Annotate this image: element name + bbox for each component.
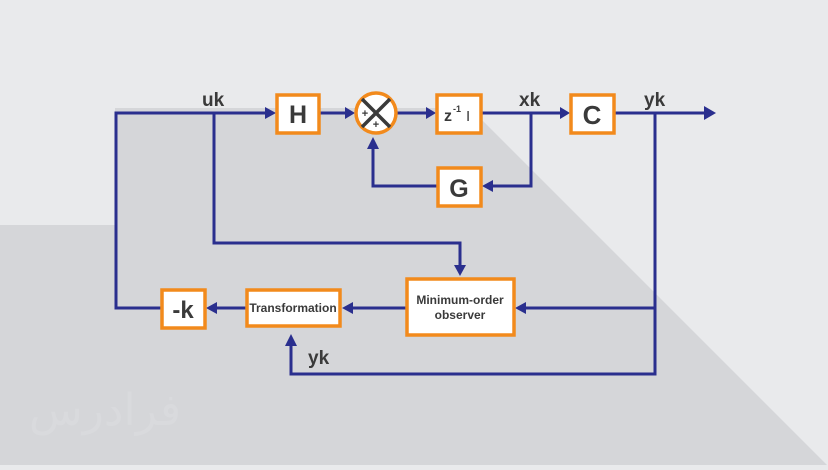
- arrow-into-observer-right: [515, 302, 526, 314]
- signal-uk: uk: [202, 90, 225, 111]
- block-transformation[interactable]: Transformation: [245, 288, 342, 328]
- block-g-label: G: [449, 175, 468, 203]
- wire-g-to-sum: [371, 148, 437, 188]
- block-observer-line1: Minimum-order: [416, 293, 504, 307]
- block-delay-exponent: -1: [453, 104, 461, 114]
- block-k-label: -k: [172, 297, 194, 324]
- watermark: فرادرس: [29, 386, 181, 436]
- wire-yk-down: [289, 113, 657, 376]
- arrow-into-sum: [345, 107, 355, 119]
- block-delay[interactable]: z -1 I: [435, 93, 483, 135]
- arrow-into-h: [265, 107, 276, 119]
- block-c[interactable]: C: [569, 93, 616, 135]
- block-c-label: C: [583, 100, 602, 130]
- block-transformation-label: Transformation: [249, 301, 336, 315]
- sum-sign-left: +: [362, 108, 368, 120]
- signal-xk: xk: [519, 90, 541, 111]
- arrow-into-g: [482, 180, 493, 192]
- sum-sign-bottom: +: [373, 119, 379, 131]
- arrow-into-transformation-bottom: [285, 334, 297, 346]
- signal-yk-feedback: yk: [308, 348, 330, 369]
- signal-yk-output: yk: [644, 90, 666, 111]
- block-delay-base: z: [444, 108, 452, 125]
- block-g[interactable]: G: [436, 166, 483, 208]
- block-h-label: H: [289, 101, 307, 129]
- wire-k-to-uk: [114, 111, 214, 310]
- arrow-into-k: [206, 302, 217, 314]
- summing-junction[interactable]: + +: [354, 91, 398, 135]
- sum-cross-b: [360, 97, 392, 129]
- block-delay-matrix: I: [466, 108, 470, 125]
- wire-uk-to-observer: [212, 113, 462, 266]
- arrow-into-observer-top: [454, 265, 466, 276]
- wire-xk-to-g: [492, 113, 533, 188]
- arrow-g-into-sum: [367, 137, 379, 149]
- block-h[interactable]: H: [275, 93, 321, 135]
- arrow-output: [704, 106, 716, 120]
- arrow-into-c: [560, 107, 570, 119]
- arrow-into-transformation: [342, 302, 353, 314]
- arrow-into-delay: [426, 107, 436, 119]
- block-observer-line2: observer: [435, 308, 486, 322]
- block-observer[interactable]: Minimum-order observer: [405, 277, 516, 337]
- block-k[interactable]: -k: [160, 288, 207, 330]
